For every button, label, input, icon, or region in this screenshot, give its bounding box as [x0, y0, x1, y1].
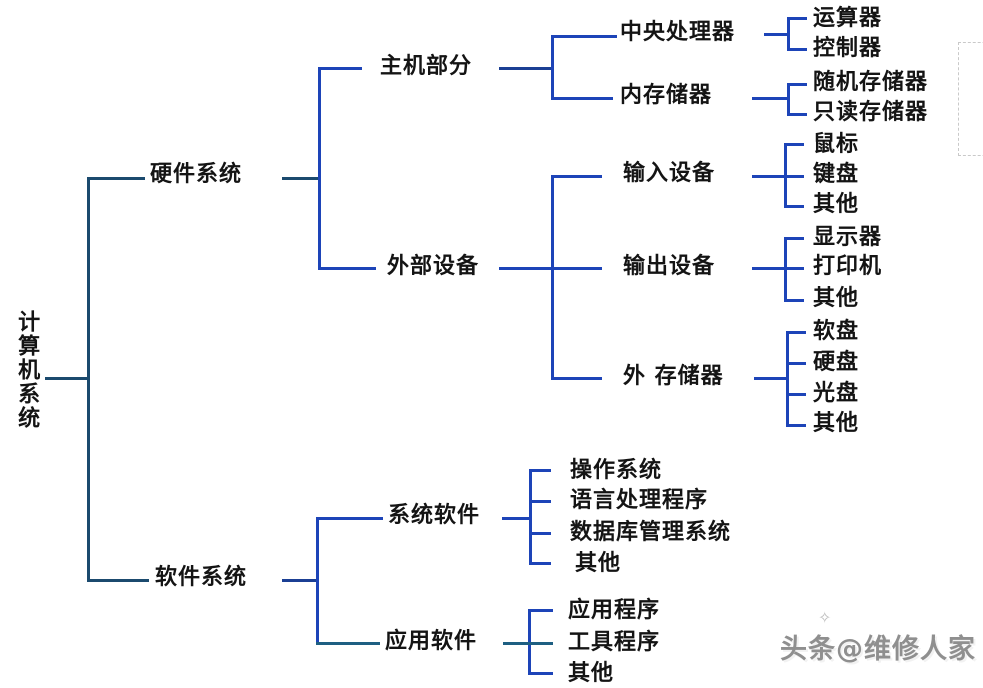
connector-line	[529, 500, 551, 503]
connector-line	[529, 469, 551, 472]
selection-rect	[958, 42, 983, 156]
connector-line	[787, 48, 807, 51]
connector-line	[786, 331, 806, 334]
connector-line	[551, 97, 613, 100]
connector-line	[784, 205, 804, 208]
connector-line	[502, 517, 530, 520]
node-mem: 内存储器	[620, 83, 713, 108]
connector-line	[87, 177, 145, 180]
node-app-software: 应用软件	[385, 629, 478, 654]
node-cd: 光盘	[813, 381, 860, 406]
connector-line	[787, 83, 807, 86]
connector-line	[787, 17, 790, 51]
connector-line	[787, 83, 790, 116]
connector-line	[551, 35, 617, 38]
node-alu: 运算器	[813, 6, 883, 31]
node-hdd: 硬盘	[813, 350, 860, 375]
connector-line	[282, 177, 320, 180]
node-rom: 只读存储器	[813, 100, 929, 125]
node-mouse: 鼠标	[813, 132, 860, 157]
node-input: 输入设备	[623, 161, 716, 186]
node-app-program: 应用程序	[568, 598, 661, 623]
node-system-software: 系统软件	[388, 503, 481, 528]
connector-line	[316, 642, 380, 645]
connector-line	[528, 642, 553, 645]
connector-line	[764, 33, 789, 36]
connector-line	[316, 517, 383, 520]
node-extdev: 外部设备	[387, 254, 480, 279]
connector-line	[529, 469, 532, 565]
connector-line	[784, 237, 804, 240]
node-cpu: 中央处理器	[620, 20, 736, 45]
node-other-system: 其他	[575, 551, 622, 576]
connector-line	[318, 67, 362, 70]
node-ram: 随机存储器	[813, 70, 929, 95]
connector-line	[87, 177, 90, 582]
connector-line	[551, 35, 554, 100]
connector-line	[784, 299, 804, 302]
node-printer: 打印机	[813, 254, 883, 279]
connector-line	[529, 562, 551, 565]
node-other-input: 其他	[813, 192, 860, 217]
node-cu: 控制器	[813, 36, 883, 61]
node-other-storage: 其他	[813, 411, 860, 436]
connector-line	[528, 609, 553, 612]
connector-line	[784, 267, 804, 270]
connector-line	[754, 377, 788, 380]
connector-line	[752, 175, 786, 178]
node-software: 软件系统	[155, 565, 248, 590]
node-hardware: 硬件系统	[150, 162, 243, 187]
connector-line	[551, 377, 602, 380]
connector-line	[551, 175, 602, 178]
node-tool-program: 工具程序	[568, 630, 661, 655]
connector-line	[787, 113, 807, 116]
connector-line	[499, 267, 602, 270]
node-host: 主机部分	[380, 54, 473, 79]
node-dbms: 数据库管理系统	[570, 520, 732, 545]
connector-line	[786, 424, 806, 427]
node-other-app: 其他	[568, 661, 615, 686]
connector-line	[786, 362, 806, 365]
node-root: 计算机系统	[14, 310, 40, 430]
watermark-text: 头条@维修人家	[780, 634, 976, 665]
connector-line	[787, 17, 807, 20]
connector-line	[87, 579, 149, 582]
connector-line	[786, 393, 806, 396]
node-os: 操作系统	[570, 458, 663, 483]
connector-line	[528, 672, 553, 675]
connector-line	[316, 517, 319, 645]
connector-line	[752, 97, 789, 100]
connector-line	[752, 267, 786, 270]
connector-line	[551, 175, 554, 380]
connector-line	[503, 642, 530, 645]
connector-line	[318, 67, 321, 270]
connector-line	[45, 377, 88, 380]
connector-line	[282, 579, 318, 582]
node-floppy: 软盘	[813, 319, 860, 344]
connector-line	[786, 331, 789, 427]
connector-line	[318, 267, 376, 270]
sparkle-icon: ✧	[818, 608, 832, 627]
node-other-output: 其他	[813, 286, 860, 311]
connector-line	[529, 532, 551, 535]
node-extstore: 外 存储器	[623, 364, 724, 389]
node-monitor: 显示器	[813, 225, 883, 250]
node-output: 输出设备	[623, 254, 716, 279]
node-language-processor: 语言处理程序	[570, 488, 709, 513]
connector-line	[499, 67, 553, 70]
node-keyboard: 键盘	[813, 162, 860, 187]
connector-line	[784, 175, 804, 178]
connector-line	[784, 143, 804, 146]
